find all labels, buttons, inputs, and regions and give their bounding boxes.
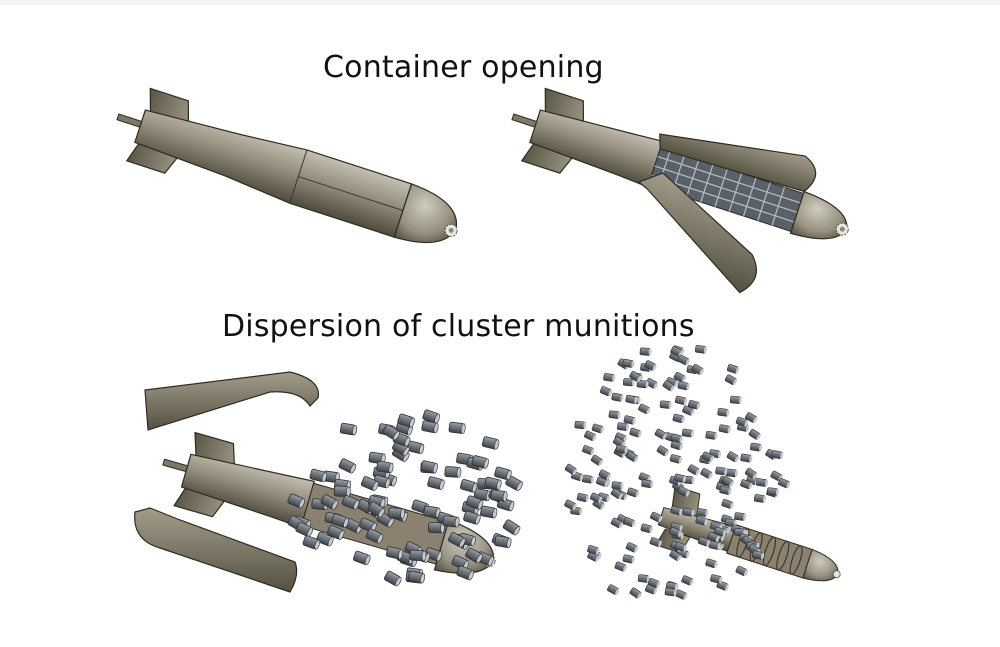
heading-container-opening: Container opening [323,50,604,85]
tail-rod [116,113,145,129]
submunition [681,428,695,438]
submunition [502,518,522,537]
submunition [709,573,724,585]
submunition [640,478,655,489]
submunition [493,535,513,549]
submunition [444,466,462,478]
heading-dispersion: Dispersion of cluster munitions [222,309,695,344]
submunition [733,511,748,522]
submunition [606,583,621,597]
bomb-body [134,109,413,238]
submunition [726,450,741,464]
submunition [590,453,605,468]
bomb-dispersed [563,344,841,601]
bomb-dispersing [134,371,525,593]
shell-half-top [659,133,817,193]
submunition [333,485,352,498]
submunition [705,430,719,441]
submunition [690,363,706,377]
submunition [694,344,708,355]
submunition [637,573,651,584]
submunition [704,557,719,570]
submunition [766,486,780,497]
submunition [616,421,630,432]
submunition [753,493,767,504]
shell-half-top-detached [144,371,320,431]
submunition [459,478,479,494]
submunition [640,523,654,534]
submunition [714,466,729,476]
submunition [426,475,446,491]
submunition [628,586,644,600]
submunition [602,372,617,383]
submunition [591,423,606,435]
submunition [628,427,643,439]
submunition [481,435,501,451]
submunition [674,588,689,601]
submunition [376,460,395,474]
submunition [581,444,596,457]
submunition [720,498,735,510]
submunition [725,468,739,478]
submunition [622,516,637,529]
submunition [739,453,754,464]
submunition [610,392,625,403]
submunition [734,565,750,578]
submunition [676,354,692,367]
submunition [493,466,513,481]
submunition [672,413,686,424]
submunition [611,480,625,491]
submunition [576,492,590,503]
submunition [613,560,629,573]
submunition [625,541,640,554]
submunition [747,428,763,442]
submunition [749,442,763,453]
submunition [755,477,769,488]
submunition [626,486,641,499]
submunition [686,463,702,477]
submunition [680,574,695,587]
submunition [637,402,652,416]
submunition [383,570,403,588]
submunition [716,407,731,418]
shell-half-bottom-detached [134,507,298,593]
submunition [656,444,671,458]
shell-half-bottom [637,172,757,294]
submunition [490,489,509,503]
submunition [659,400,673,410]
submunition [387,507,406,520]
submunition [599,385,614,398]
submunition [695,507,710,518]
submunition [479,505,499,519]
submunition [448,421,467,435]
submunition [664,587,678,597]
submunitions-cluster [286,408,525,588]
bomb-opening [511,87,851,294]
top-border [0,0,1000,5]
submunition [608,410,622,420]
submunition [699,467,714,481]
submunition [427,521,446,534]
submunition [726,363,741,375]
submunition [581,474,595,485]
submunition [574,420,588,430]
submunition [639,347,653,357]
submunition [462,510,482,526]
submunition [718,423,732,435]
submunition [352,550,372,566]
submunition [724,373,739,387]
submunition [729,395,743,405]
bomb-closed [116,87,460,244]
submunition [777,477,792,490]
submunition [583,429,598,443]
submunition [677,380,691,391]
submunition [674,395,689,406]
submunition [622,553,636,565]
submunition [337,457,358,475]
submunition [669,453,684,465]
submunition [409,549,427,562]
submunition [339,422,358,436]
submunition [442,515,461,528]
submunition [718,485,733,496]
